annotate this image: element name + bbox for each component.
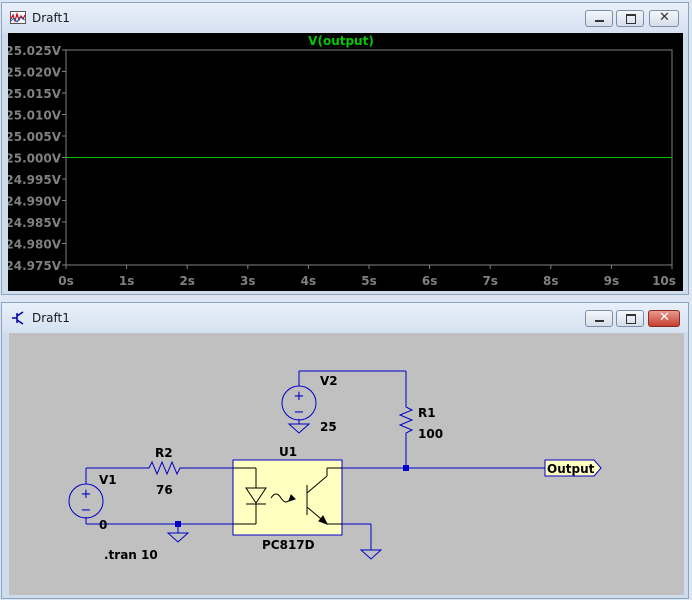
schematic-drawing[interactable]: + − + − (9, 333, 684, 595)
y-tick-label: 24.975V (8, 259, 62, 273)
y-tick-label: 25.005V (8, 130, 62, 144)
x-tick-label: 5s (361, 274, 377, 288)
y-tick-label: 25.020V (8, 66, 62, 80)
y-tick-label: 25.010V (8, 109, 62, 123)
junction-dot (175, 521, 181, 527)
svg-text:−: − (294, 405, 305, 420)
y-tick-label: 25.015V (8, 87, 62, 101)
y-axis: 25.025V 25.020V 25.015V 25.010V 25.005V 25.00… (5, 44, 66, 273)
y-tick-label: 24.980V (8, 238, 62, 252)
x-tick-label: 7s (482, 274, 498, 288)
ground-symbol[interactable] (359, 549, 383, 560)
minimize-button[interactable] (585, 10, 613, 27)
close-button[interactable]: ✕ (648, 310, 680, 327)
waveform-icon (10, 11, 26, 24)
x-tick-label: 8s (543, 274, 559, 288)
x-axis: 0s 1s 2s 3s 4s 5s 6s 7s 8s 9s 10s (58, 265, 676, 288)
window-title: Draft1 (32, 311, 70, 325)
close-icon: ✕ (659, 10, 670, 25)
resistor-r1[interactable] (398, 404, 414, 436)
schematic-titlebar[interactable]: Draft1 ✕ (2, 303, 688, 333)
svg-text:−: − (81, 503, 92, 518)
x-tick-label: 0s (58, 274, 74, 288)
x-tick-label: 3s (240, 274, 256, 288)
r1-name[interactable]: R1 (418, 406, 436, 420)
minimize-button[interactable] (585, 310, 613, 327)
maximize-button[interactable] (616, 310, 644, 327)
y-tick-label: 24.990V (8, 195, 62, 209)
svg-text:+: + (81, 487, 92, 502)
maximize-button[interactable] (616, 10, 644, 27)
y-tick-label: 24.985V (8, 216, 62, 230)
x-tick-label: 10s (652, 274, 676, 288)
x-tick-label: 6s (422, 274, 438, 288)
schematic-canvas[interactable]: + − + − (9, 333, 684, 595)
v1-name[interactable]: V1 (99, 473, 117, 487)
spice-directive[interactable]: .tran 10 (104, 548, 158, 562)
r2-name[interactable]: R2 (155, 446, 173, 460)
y-tick-label: 25.025V (8, 44, 62, 58)
v2-value[interactable]: 25 (320, 420, 337, 434)
optocoupler-u1[interactable] (232, 459, 343, 536)
waveform-window: Draft1 ✕ V(output) 25.025V 25.020V 25.015V… (1, 2, 689, 295)
svg-text:+: + (294, 389, 305, 404)
output-net-label[interactable]: Output (547, 462, 595, 476)
schematic-icon (12, 311, 24, 325)
y-tick-label: 25.000V (8, 152, 62, 166)
r1-value[interactable]: 100 (418, 427, 443, 441)
output-net-flag[interactable] (544, 459, 602, 477)
u1-part[interactable]: PC817D (262, 538, 315, 552)
x-tick-label: 9s (604, 274, 620, 288)
x-tick-label: 4s (301, 274, 317, 288)
schematic-window: Draft1 ✕ (1, 302, 689, 599)
close-button[interactable]: ✕ (649, 10, 679, 27)
minimize-icon (595, 20, 604, 22)
y-tick-label: 24.995V (8, 173, 62, 187)
x-tick-label: 2s (179, 274, 195, 288)
maximize-icon (626, 14, 636, 24)
junction-dot (403, 465, 409, 471)
x-tick-label: 1s (119, 274, 135, 288)
waveform-chart[interactable]: V(output) 25.025V25.020V25.015V25.010V25… (5, 33, 683, 291)
close-icon: ✕ (659, 310, 670, 325)
u1-name[interactable]: U1 (279, 445, 297, 459)
ground-symbol[interactable] (287, 423, 311, 434)
ground-symbol[interactable] (166, 532, 190, 543)
maximize-icon (626, 314, 636, 324)
minimize-icon (595, 320, 604, 322)
waveform-titlebar[interactable]: Draft1 ✕ (2, 3, 688, 33)
v1-value[interactable]: 0 (99, 518, 107, 532)
trace-label[interactable]: V(output) (308, 34, 374, 48)
r2-value[interactable]: 76 (156, 483, 173, 497)
v2-name[interactable]: V2 (320, 374, 338, 388)
resistor-r2[interactable] (145, 460, 184, 476)
window-title: Draft1 (32, 11, 70, 25)
voltage-source-v1[interactable]: + − (68, 483, 104, 519)
voltage-source-v2[interactable]: + − (281, 385, 317, 421)
